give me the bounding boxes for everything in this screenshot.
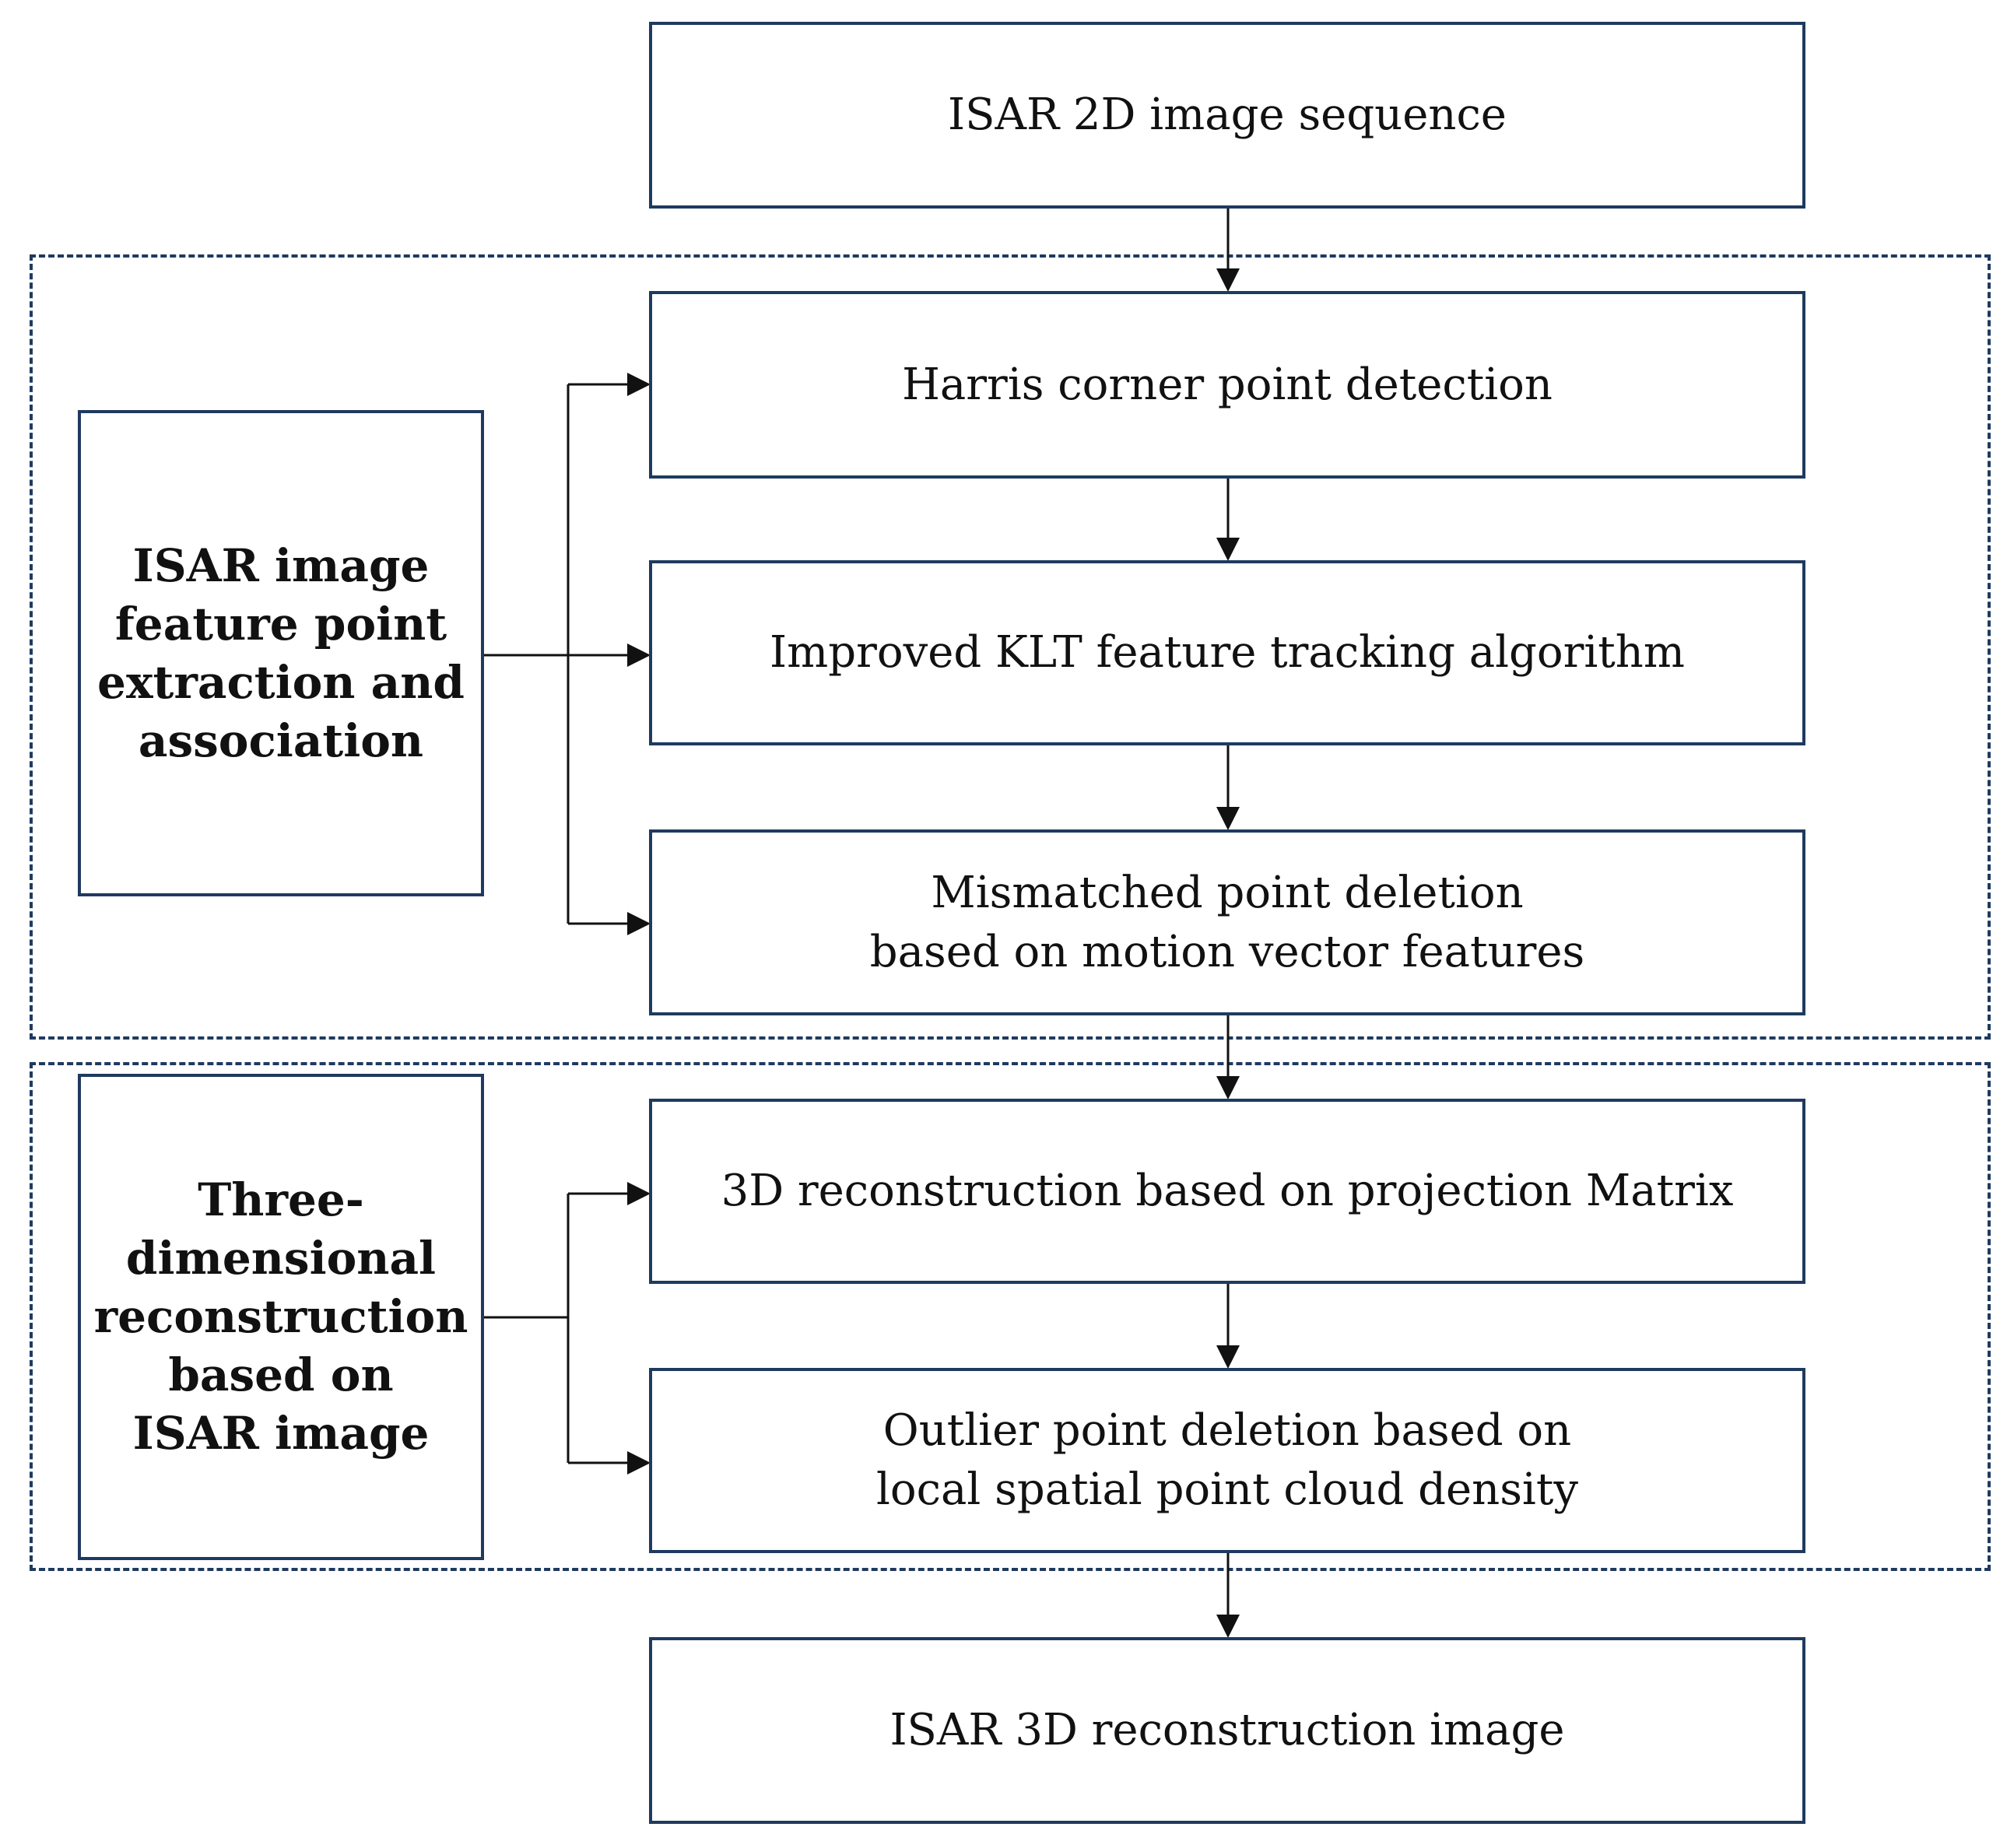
feature-extraction-group-label: ISAR image feature point extraction and …	[97, 538, 465, 767]
feature-extraction-group-frame	[30, 254, 1991, 1040]
reconstruction-group-label: Three- dimensional reconstruction based …	[93, 1173, 468, 1460]
klt-tracking-box: Improved KLT feature tracking algorithm	[649, 560, 1805, 745]
output-image-label: ISAR 3D reconstruction image	[889, 1705, 1565, 1755]
projection-reconstruction-label: 3D reconstruction based on projection Ma…	[721, 1166, 1734, 1216]
input-sequence-label: ISAR 2D image sequence	[948, 89, 1507, 140]
harris-detection-box: Harris corner point detection	[649, 291, 1805, 479]
outlier-deletion-label: Outlier point deletion based on local sp…	[876, 1405, 1578, 1515]
reconstruction-group-box: Three- dimensional reconstruction based …	[78, 1074, 484, 1560]
input-sequence-box: ISAR 2D image sequence	[649, 22, 1805, 209]
projection-reconstruction-box: 3D reconstruction based on projection Ma…	[649, 1099, 1805, 1284]
klt-tracking-label: Improved KLT feature tracking algorithm	[770, 627, 1685, 678]
feature-extraction-group-box: ISAR image feature point extraction and …	[78, 410, 484, 896]
mismatch-deletion-label: Mismatched point deletion based on motio…	[869, 867, 1585, 977]
harris-detection-label: Harris corner point detection	[902, 359, 1553, 410]
reconstruction-group-frame	[30, 1062, 1991, 1571]
output-image-box: ISAR 3D reconstruction image	[649, 1637, 1805, 1824]
outlier-deletion-box: Outlier point deletion based on local sp…	[649, 1368, 1805, 1553]
mismatch-deletion-box: Mismatched point deletion based on motio…	[649, 829, 1805, 1015]
